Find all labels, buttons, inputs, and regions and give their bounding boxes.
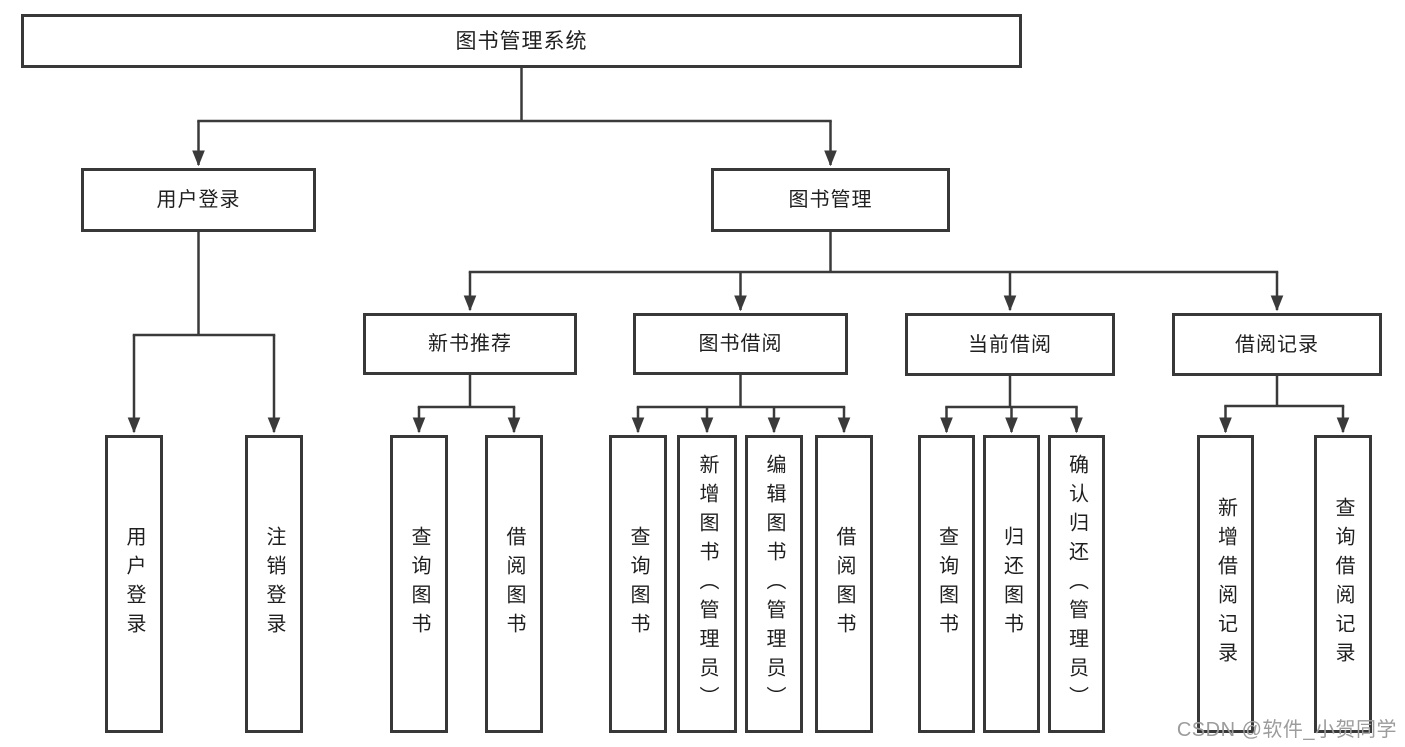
node-leaf-add-book: 新增图书（管理员） xyxy=(677,435,737,733)
node-label: 查询图书 xyxy=(408,526,430,642)
node-leaf-borrow-book-1: 借阅图书 xyxy=(485,435,543,733)
node-leaf-query-book-3: 查询图书 xyxy=(918,435,975,733)
node-leaf-query-book-2: 查询图书 xyxy=(609,435,667,733)
node-label: 图书管理 xyxy=(788,189,873,211)
node-label: 图书管理系统 xyxy=(455,29,588,53)
node-label: 用户登录 xyxy=(123,526,145,642)
node-book-borrow: 图书借阅 xyxy=(633,313,848,375)
node-root: 图书管理系统 xyxy=(21,14,1022,68)
node-leaf-user-login: 用户登录 xyxy=(105,435,163,733)
node-leaf-query-book-1: 查询图书 xyxy=(390,435,448,733)
node-leaf-logout: 注销登录 xyxy=(245,435,303,733)
node-label: 图书借阅 xyxy=(698,333,783,355)
node-label: 新增借阅记录 xyxy=(1214,497,1237,671)
node-label: 注销登录 xyxy=(263,526,285,642)
node-leaf-borrow-book-2: 借阅图书 xyxy=(815,435,873,733)
node-leaf-query-record: 查询借阅记录 xyxy=(1314,435,1372,733)
node-label: 查询图书 xyxy=(627,526,649,642)
node-label: 查询借阅记录 xyxy=(1332,497,1354,671)
node-leaf-edit-book: 编辑图书（管理员） xyxy=(745,435,803,733)
node-new-book-rec: 新书推荐 xyxy=(363,313,577,375)
node-leaf-add-record: 新增借阅记录 xyxy=(1197,435,1254,733)
node-label: 用户登录 xyxy=(156,189,241,211)
node-label: 新书推荐 xyxy=(428,333,512,355)
node-label: 编辑图书（管理员） xyxy=(763,453,785,715)
node-label: 归还图书 xyxy=(1000,526,1023,642)
edges xyxy=(127,67,1350,434)
node-current-borrow: 当前借阅 xyxy=(905,313,1115,376)
node-leaf-return-book: 归还图书 xyxy=(983,435,1040,733)
node-label: 新增图书（管理员） xyxy=(696,453,718,715)
node-borrow-records: 借阅记录 xyxy=(1172,313,1382,376)
node-label: 借阅图书 xyxy=(833,526,855,642)
node-book-mgmt-branch: 图书管理 xyxy=(711,168,950,232)
node-label: 借阅记录 xyxy=(1235,333,1319,356)
node-label: 确认归还（管理员） xyxy=(1065,453,1088,715)
node-label: 当前借阅 xyxy=(968,333,1052,356)
node-leaf-confirm-return: 确认归还（管理员） xyxy=(1048,435,1105,733)
node-user-login-branch: 用户登录 xyxy=(81,168,316,232)
node-label: 查询图书 xyxy=(935,526,958,642)
watermark-text: CSDN @软件_小贺同学 xyxy=(1176,719,1397,741)
node-label: 借阅图书 xyxy=(503,526,525,642)
